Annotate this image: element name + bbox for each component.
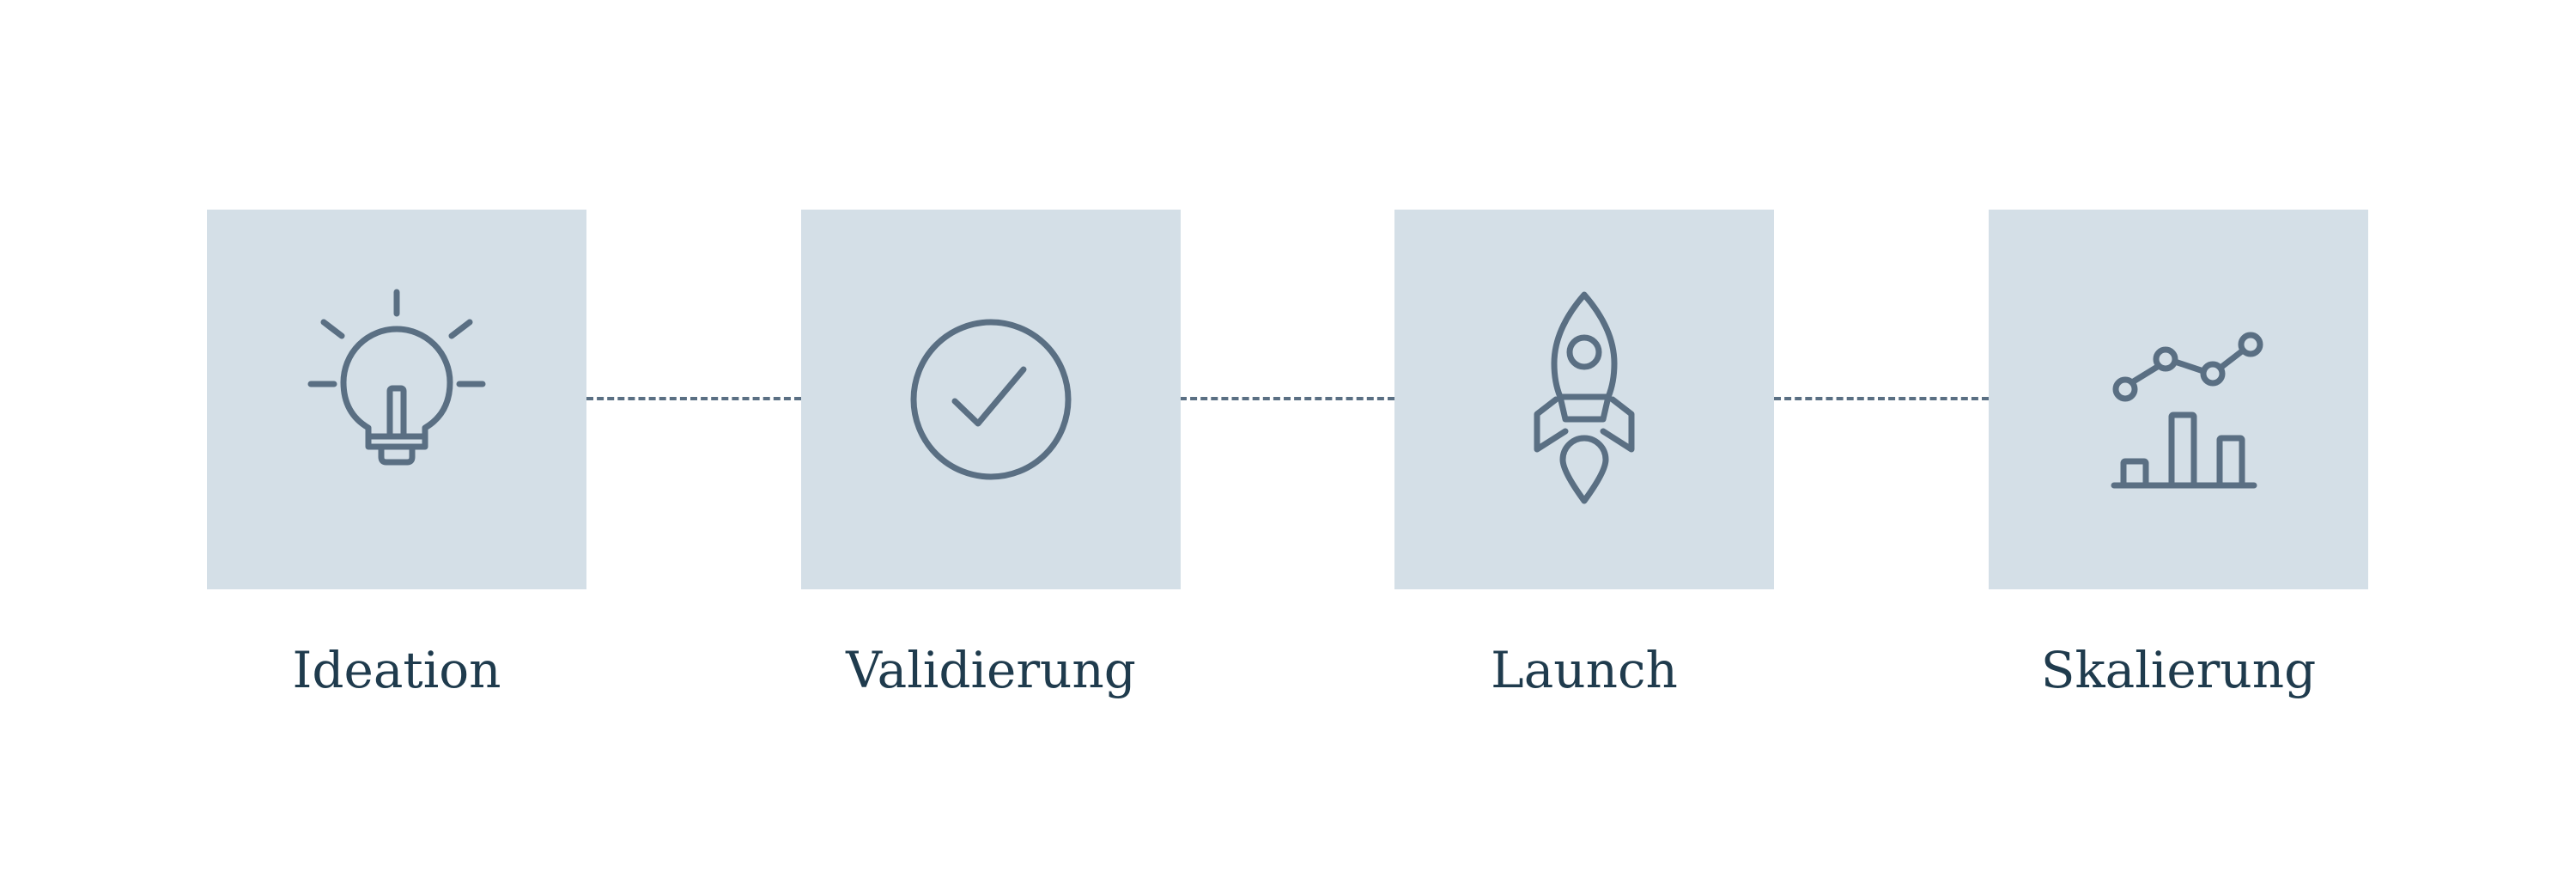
dashed-connector: [586, 397, 801, 400]
step-tile: [1989, 210, 2368, 589]
step-tile: [801, 210, 1181, 589]
growth-chart-icon: [2111, 332, 2263, 489]
step-tile: [1394, 210, 1774, 589]
step-skalierung: Skalierung: [1989, 210, 2368, 699]
step-ideation: Ideation: [207, 210, 586, 699]
step-validierung: Validierung: [801, 210, 1181, 699]
step-label: Ideation: [292, 641, 501, 699]
step-label: Validierung: [846, 641, 1136, 699]
dashed-connector: [1774, 397, 1989, 400]
check-circle-icon: [910, 319, 1072, 480]
dashed-connector: [1180, 397, 1394, 400]
step-label: Launch: [1491, 641, 1678, 699]
step-launch: Launch: [1394, 210, 1774, 699]
rocket-icon: [1534, 291, 1635, 504]
step-label: Skalierung: [2040, 641, 2317, 699]
step-tile: [207, 210, 586, 589]
lightbulb-icon: [307, 289, 486, 466]
